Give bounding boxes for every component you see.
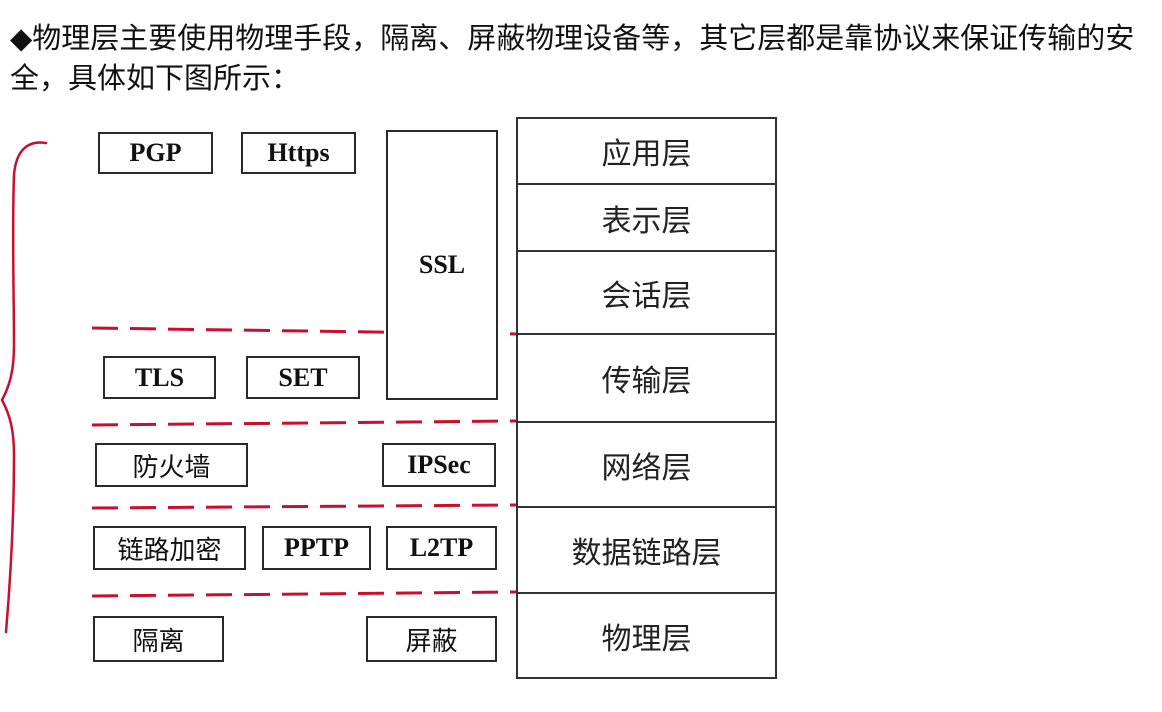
dashed-separator-4 [91, 590, 517, 598]
ipsec-box: IPSec [382, 443, 496, 487]
pptp-box: PPTP [262, 526, 371, 570]
layer-transport: 传输层 [518, 335, 775, 423]
link-encryption-box: 链路加密 [93, 526, 246, 570]
dashed-separator-2 [91, 419, 517, 427]
tls-box: TLS [103, 356, 216, 399]
shielding-box: 屏蔽 [366, 616, 497, 662]
https-box: Https [241, 132, 356, 174]
layer-physical: 物理层 [601, 621, 692, 657]
layer-network: 网络层 [518, 423, 775, 508]
isolation-box: 隔离 [93, 616, 224, 662]
ssl-box: SSL [386, 130, 498, 400]
layer-session: 会话层 [518, 252, 775, 335]
heading-text: ◆物理层主要使用物理手段，隔离、屏蔽物理设备等，其它层都是靠协议来保证传输的安全… [10, 21, 1135, 95]
layer-presentation: 表示层 [518, 185, 775, 252]
l2tp-box: L2TP [386, 526, 497, 570]
firewall-box: 防火墙 [95, 443, 248, 487]
osi-layer-stack: 应用层 表示层 会话层 传输层 网络层 数据链路层 物理层 [516, 117, 777, 679]
pgp-box: PGP [98, 132, 213, 174]
set-box: SET [246, 356, 360, 399]
dashed-separator-3 [91, 503, 517, 510]
brace-annotation [0, 141, 48, 634]
layer-data-link: 数据链路层 [518, 508, 775, 594]
layer-application: 应用层 [518, 119, 775, 185]
